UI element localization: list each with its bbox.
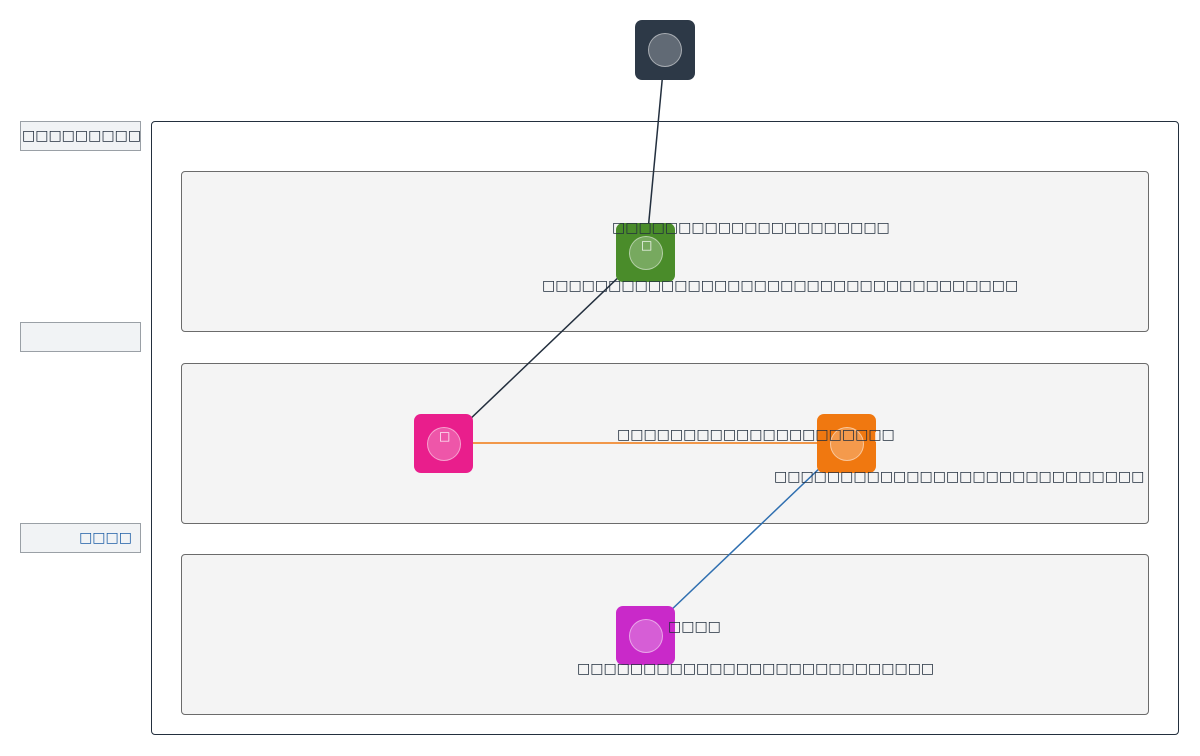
- node-top[interactable]: [635, 20, 695, 80]
- node-orange[interactable]: □: [817, 414, 885, 473]
- edge-label-pink-orange: □□□□□□□□□□□□□□□□□□□□□: [617, 427, 895, 443]
- node-green-glyph: □: [641, 238, 653, 252]
- node-orange-glyph: □: [874, 429, 886, 443]
- circle-icon: [427, 427, 461, 461]
- circle-icon: [629, 236, 663, 270]
- node-purple[interactable]: [616, 606, 675, 665]
- node-orange-subtitle: □□□□□□□□□□□□□□□□□□□□□□□□□□□□: [774, 469, 1145, 485]
- node-purple-title: □□□□: [668, 619, 721, 635]
- node-purple-subtitle: □□□□□□□□□□□□□□□□□□□□□□□□□□□: [577, 661, 935, 677]
- side-label-1: □□□□□□□□□□□□□□□: [20, 121, 141, 151]
- node-green-subtitle: □□□□□□□□□□□□□□□□□□□□□□□□□□□□□□□□□□□□: [542, 278, 1019, 294]
- tier-box-2: [181, 363, 1149, 524]
- node-green[interactable]: □: [616, 223, 675, 282]
- node-green-title: □□□□□□□□□□□□□□□□□□□□□: [612, 220, 890, 236]
- side-label-3: □□□□: [20, 523, 141, 553]
- node-pink-glyph: □: [439, 429, 451, 443]
- circle-icon: [629, 619, 663, 653]
- node-pink[interactable]: □: [414, 414, 473, 473]
- circle-icon: [830, 427, 864, 461]
- side-label-2: [20, 322, 141, 352]
- circle-icon: [648, 33, 682, 67]
